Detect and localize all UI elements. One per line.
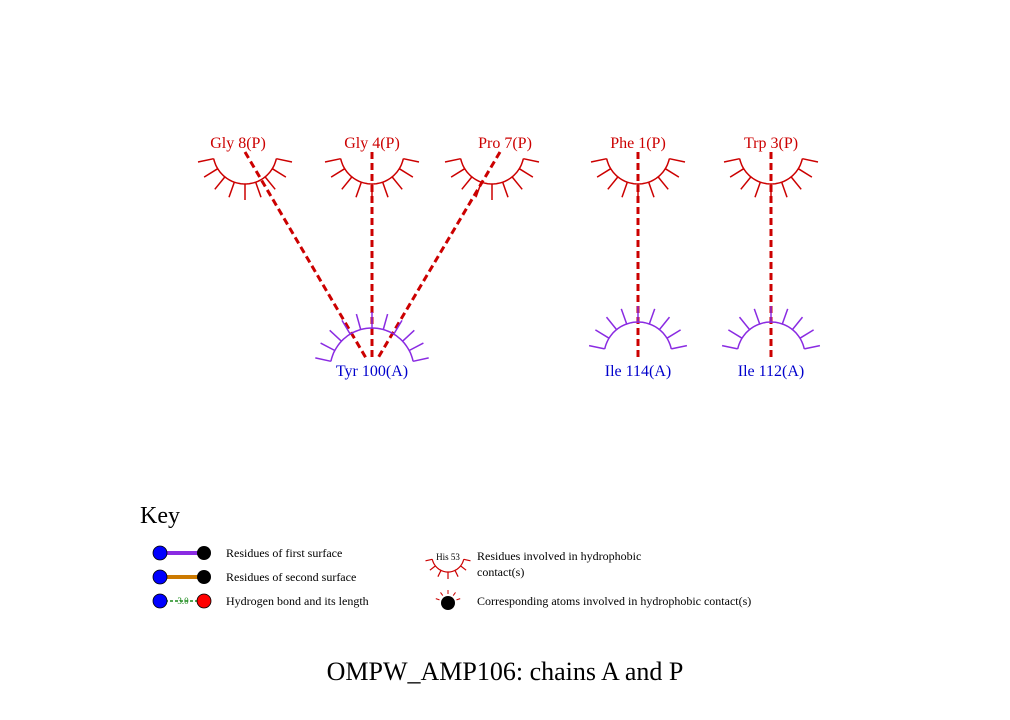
- key-second-surface-label: Residues of second surface: [226, 570, 356, 584]
- chain-p-arcs: [197, 157, 819, 200]
- residue-label-phe1: Phe 1(P): [610, 135, 666, 152]
- hydrophobic-arc-ile114: [588, 306, 688, 350]
- key-hydrophobic-atom-icon: [435, 590, 461, 610]
- hydrophobic-arc-gly4: [324, 157, 420, 200]
- key-second-surface-symbol: [152, 569, 211, 585]
- key-hydrophobic-label-line2: contact(s): [477, 565, 524, 579]
- residue-label-gly8: Gly 8(P): [210, 135, 266, 152]
- key-first-surface-label: Residues of first surface: [226, 546, 342, 560]
- key-hbond-length: 3.0: [177, 596, 189, 606]
- contact-gly8-tyr100: [243, 151, 368, 359]
- residue-label-tyr100: Tyr 100(A): [336, 363, 408, 380]
- residue-label-pro7: Pro 7(P): [478, 135, 532, 152]
- diagram-caption: OMPW_AMP106: chains A and P: [327, 657, 684, 686]
- key-hydrophobic-example-name: His 53: [436, 552, 460, 562]
- hydrophobic-arc-trp3: [723, 157, 819, 200]
- key-atoms-label: Corresponding atoms involved in hydropho…: [477, 594, 751, 608]
- key-arc-shape: [425, 558, 471, 579]
- key-title: Key: [140, 503, 180, 529]
- key-panel: Key Residues of first surface Residues o…: [140, 503, 751, 610]
- key-hydrophobic-arc-icon: [425, 558, 471, 579]
- contact-lines: [243, 151, 773, 359]
- hydrophobic-arc-gly8: [197, 157, 293, 200]
- hydrophobic-arc-tyr100: [315, 312, 429, 363]
- residue-label-ile114: Ile 114(A): [605, 363, 672, 380]
- residue-label-trp3: Trp 3(P): [744, 135, 798, 152]
- hydrophobic-arc-ile112: [721, 306, 821, 350]
- hydrophobic-arc-phe1: [590, 157, 686, 200]
- key-hbond-label: Hydrogen bond and its length: [226, 594, 369, 608]
- residue-label-gly4: Gly 4(P): [344, 135, 400, 152]
- chain-a-arcs: [315, 306, 821, 363]
- residue-label-ile112: Ile 112(A): [738, 363, 805, 380]
- key-first-surface-symbol: [152, 545, 211, 561]
- key-hydrophobic-label-line1: Residues involved in hydrophobic: [477, 549, 641, 563]
- key-hbond-symbol: 3.0: [152, 593, 212, 609]
- hydrophobic-arc-pro7: [444, 157, 540, 200]
